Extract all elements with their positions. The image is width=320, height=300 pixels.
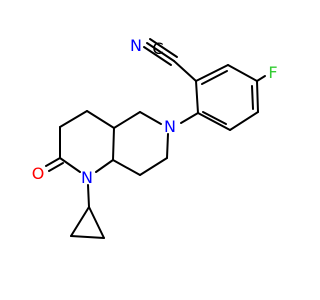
cyclopropyl-group bbox=[70, 184, 105, 239]
nitrile-nitrogen-label: N bbox=[130, 36, 142, 55]
ring-nitrogen-label: N bbox=[164, 117, 176, 136]
molecule-canvas: C N F N N O bbox=[31, 36, 278, 239]
nitrile-carbon-label: C bbox=[152, 39, 163, 58]
amide-nitrogen-label: N bbox=[81, 168, 93, 187]
benzene-ring bbox=[173, 60, 266, 131]
carbonyl-oxygen-label: O bbox=[32, 164, 45, 183]
structure-drawing: C N F N N O bbox=[31, 36, 278, 239]
piperidine-ring bbox=[112, 111, 169, 176]
lactam-ring bbox=[45, 110, 115, 173]
fluorine-label: F bbox=[268, 63, 277, 82]
nitrile-triple-bond bbox=[143, 38, 178, 66]
